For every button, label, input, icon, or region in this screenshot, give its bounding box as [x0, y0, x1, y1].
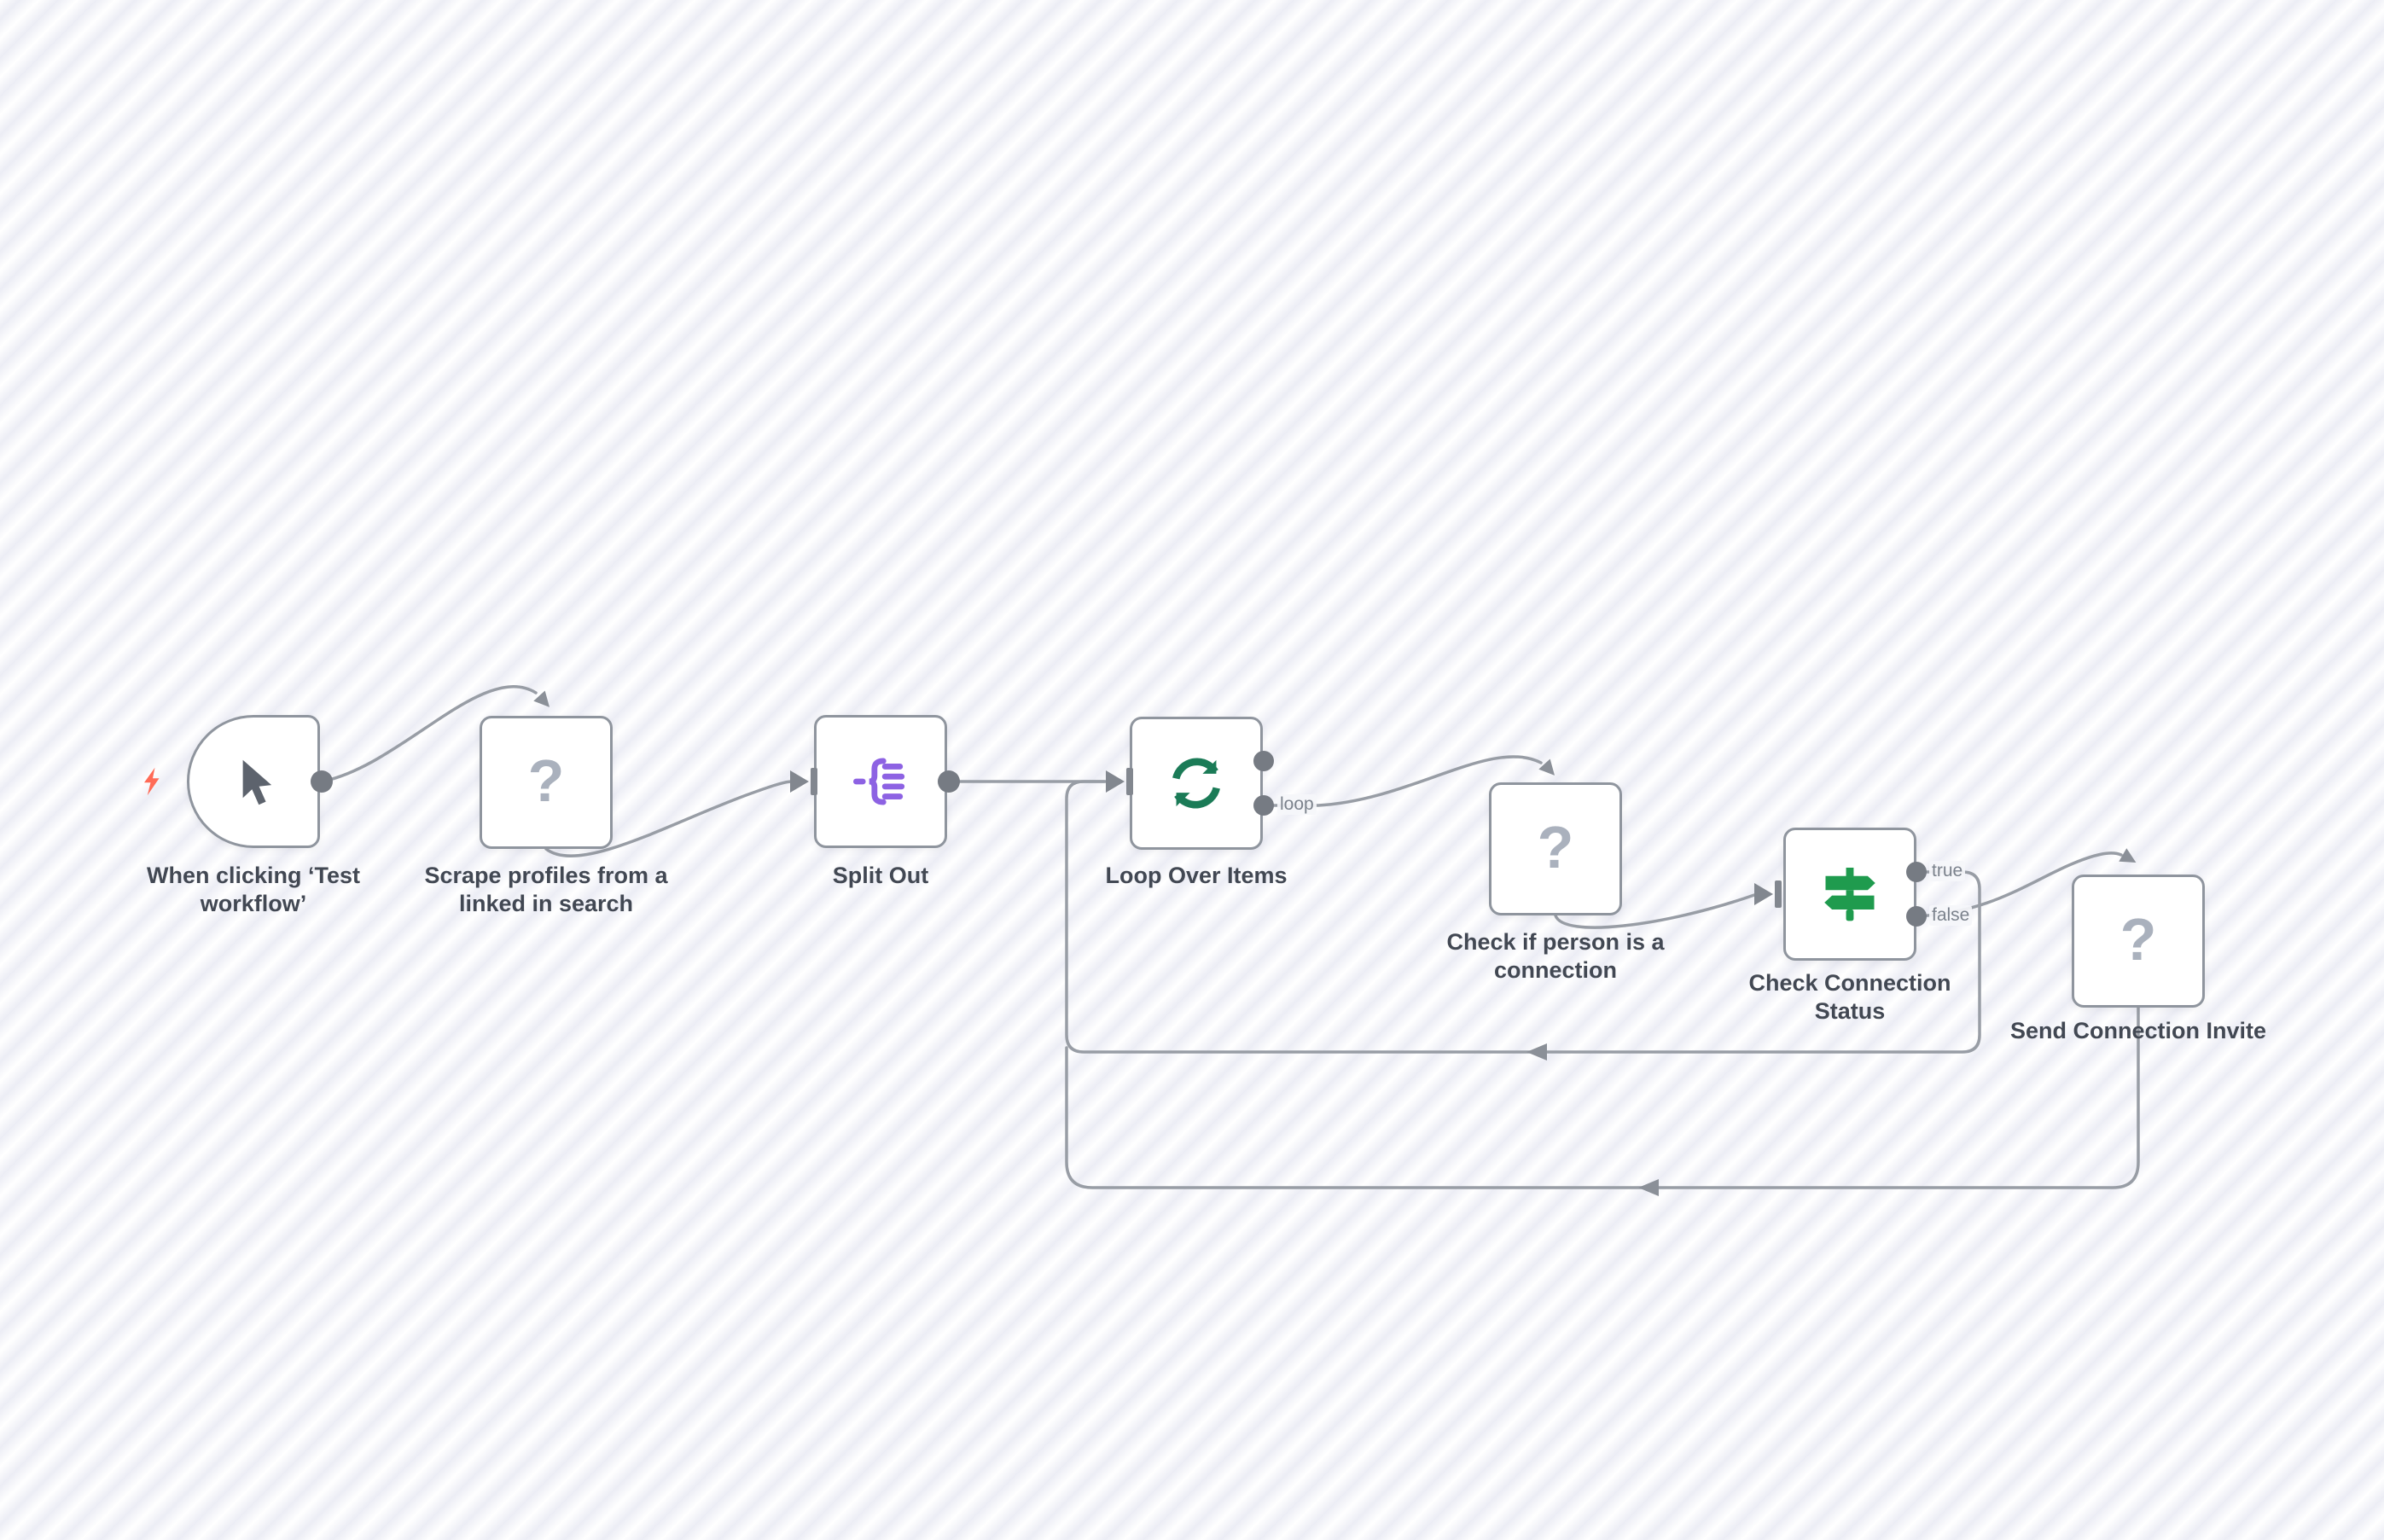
node-split-out-box[interactable] — [814, 715, 947, 848]
node-check-person-label: Check if person is a connection — [1446, 929, 1665, 983]
node-check-person[interactable]: ? Check if person is a connection — [1446, 782, 1665, 983]
question-mark-icon: ? — [1537, 814, 1574, 880]
question-mark-icon: ? — [2119, 906, 2157, 973]
node-trigger-box[interactable] — [187, 715, 320, 848]
node-check-status-label: Check Connection Status — [1748, 970, 1951, 1024]
connection-loop-to-checkperson[interactable] — [1262, 755, 1543, 807]
node-scrape-box[interactable]: ? — [480, 716, 613, 849]
cursor-icon — [242, 759, 272, 805]
connection-label-loop: loop — [1277, 794, 1317, 815]
signpost-icon — [1824, 867, 1875, 921]
lightning-bolt-icon — [144, 767, 160, 796]
node-check-person-box[interactable]: ? — [1489, 782, 1622, 915]
question-mark-icon: ? — [527, 747, 565, 814]
node-scrape[interactable]: ? Scrape profiles from a linked in searc… — [424, 716, 668, 916]
node-loop[interactable]: Loop Over Items — [1105, 717, 1288, 888]
node-split-out-label: Split Out — [832, 863, 929, 888]
connection-label-true: true — [1929, 861, 1966, 881]
node-trigger[interactable]: When clicking ‘Test workflow’ — [147, 715, 360, 916]
node-trigger-label: When clicking ‘Test workflow’ — [146, 863, 361, 916]
connection-trigger-to-scrape[interactable] — [320, 685, 538, 783]
node-check-status[interactable]: Check Connection Status — [1748, 828, 1951, 1024]
node-split-out[interactable]: Split Out — [814, 715, 947, 888]
split-icon — [852, 758, 905, 805]
node-scrape-label: Scrape profiles from a linked in search — [424, 863, 668, 916]
node-send-invite-box[interactable]: ? — [2072, 875, 2205, 1008]
connection-checkperson-to-checkstatus[interactable] — [1554, 893, 1756, 929]
node-send-invite[interactable]: ? Send Connection Invite — [2010, 875, 2266, 1043]
node-check-status-box[interactable] — [1783, 828, 1916, 961]
connection-label-false: false — [1929, 905, 1973, 926]
node-loop-box[interactable] — [1130, 717, 1263, 850]
connection-scrape-to-splitout[interactable] — [544, 780, 794, 857]
node-send-invite-label: Send Connection Invite — [2009, 1018, 2267, 1043]
connection-true-back-to-loop[interactable] — [1065, 780, 1981, 1054]
connection-sendinvite-back-to-loop[interactable] — [1065, 1006, 2140, 1189]
loop-icon — [1172, 758, 1220, 809]
node-loop-label: Loop Over Items — [1105, 863, 1288, 888]
